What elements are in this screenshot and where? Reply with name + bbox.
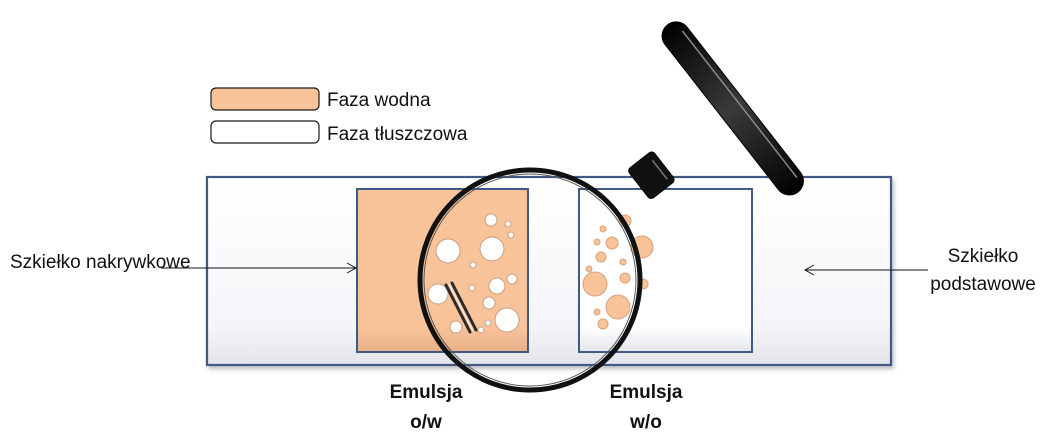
oil-droplet	[508, 232, 514, 238]
oil-droplet	[478, 327, 484, 333]
water-droplet	[600, 226, 606, 232]
base-slide-label-line2: podstawowe	[930, 274, 1036, 295]
oil-droplet	[495, 308, 519, 332]
oil-droplet	[485, 320, 491, 326]
base-slide	[207, 177, 891, 365]
oil-droplet	[505, 221, 511, 227]
legend-swatch-water	[211, 88, 319, 110]
water-droplet	[583, 272, 607, 296]
water-droplet	[620, 273, 630, 283]
water-droplet	[606, 237, 618, 249]
cover-slip-label: Szkiełko nakrywkowe	[10, 252, 191, 273]
oil-droplet	[450, 321, 462, 333]
caption-ow-line2: o/w	[410, 412, 442, 433]
caption-wo-line2: w/o	[629, 412, 662, 433]
water-droplet	[596, 252, 606, 262]
caption-ow-line1: Emulsja	[390, 382, 463, 403]
legend-swatch-oil	[211, 121, 319, 143]
oil-droplet	[469, 285, 475, 291]
water-droplet	[594, 239, 600, 245]
oil-droplet	[485, 214, 497, 226]
oil-droplet	[480, 237, 504, 261]
oil-droplet	[436, 239, 460, 263]
oil-droplet	[470, 262, 476, 268]
legend: Faza wodna Faza tłuszczowa	[211, 88, 468, 145]
water-droplet	[598, 319, 608, 329]
water-droplet	[594, 309, 600, 315]
base-slide-label-line1: Szkiełko	[948, 246, 1019, 267]
legend-label-oil: Faza tłuszczowa	[327, 124, 468, 145]
oil-droplet	[507, 274, 517, 284]
caption-ow: Emulsja o/w	[390, 382, 463, 433]
caption-wo-line1: Emulsja	[610, 382, 683, 403]
oil-droplet	[428, 284, 448, 304]
legend-label-water: Faza wodna	[327, 90, 431, 111]
oil-droplet	[483, 297, 495, 309]
oil-droplet	[489, 278, 505, 294]
water-droplet	[620, 259, 626, 265]
water-droplet	[606, 295, 630, 319]
water-droplet	[586, 266, 592, 272]
caption-wo: Emulsja w/o	[610, 382, 683, 433]
